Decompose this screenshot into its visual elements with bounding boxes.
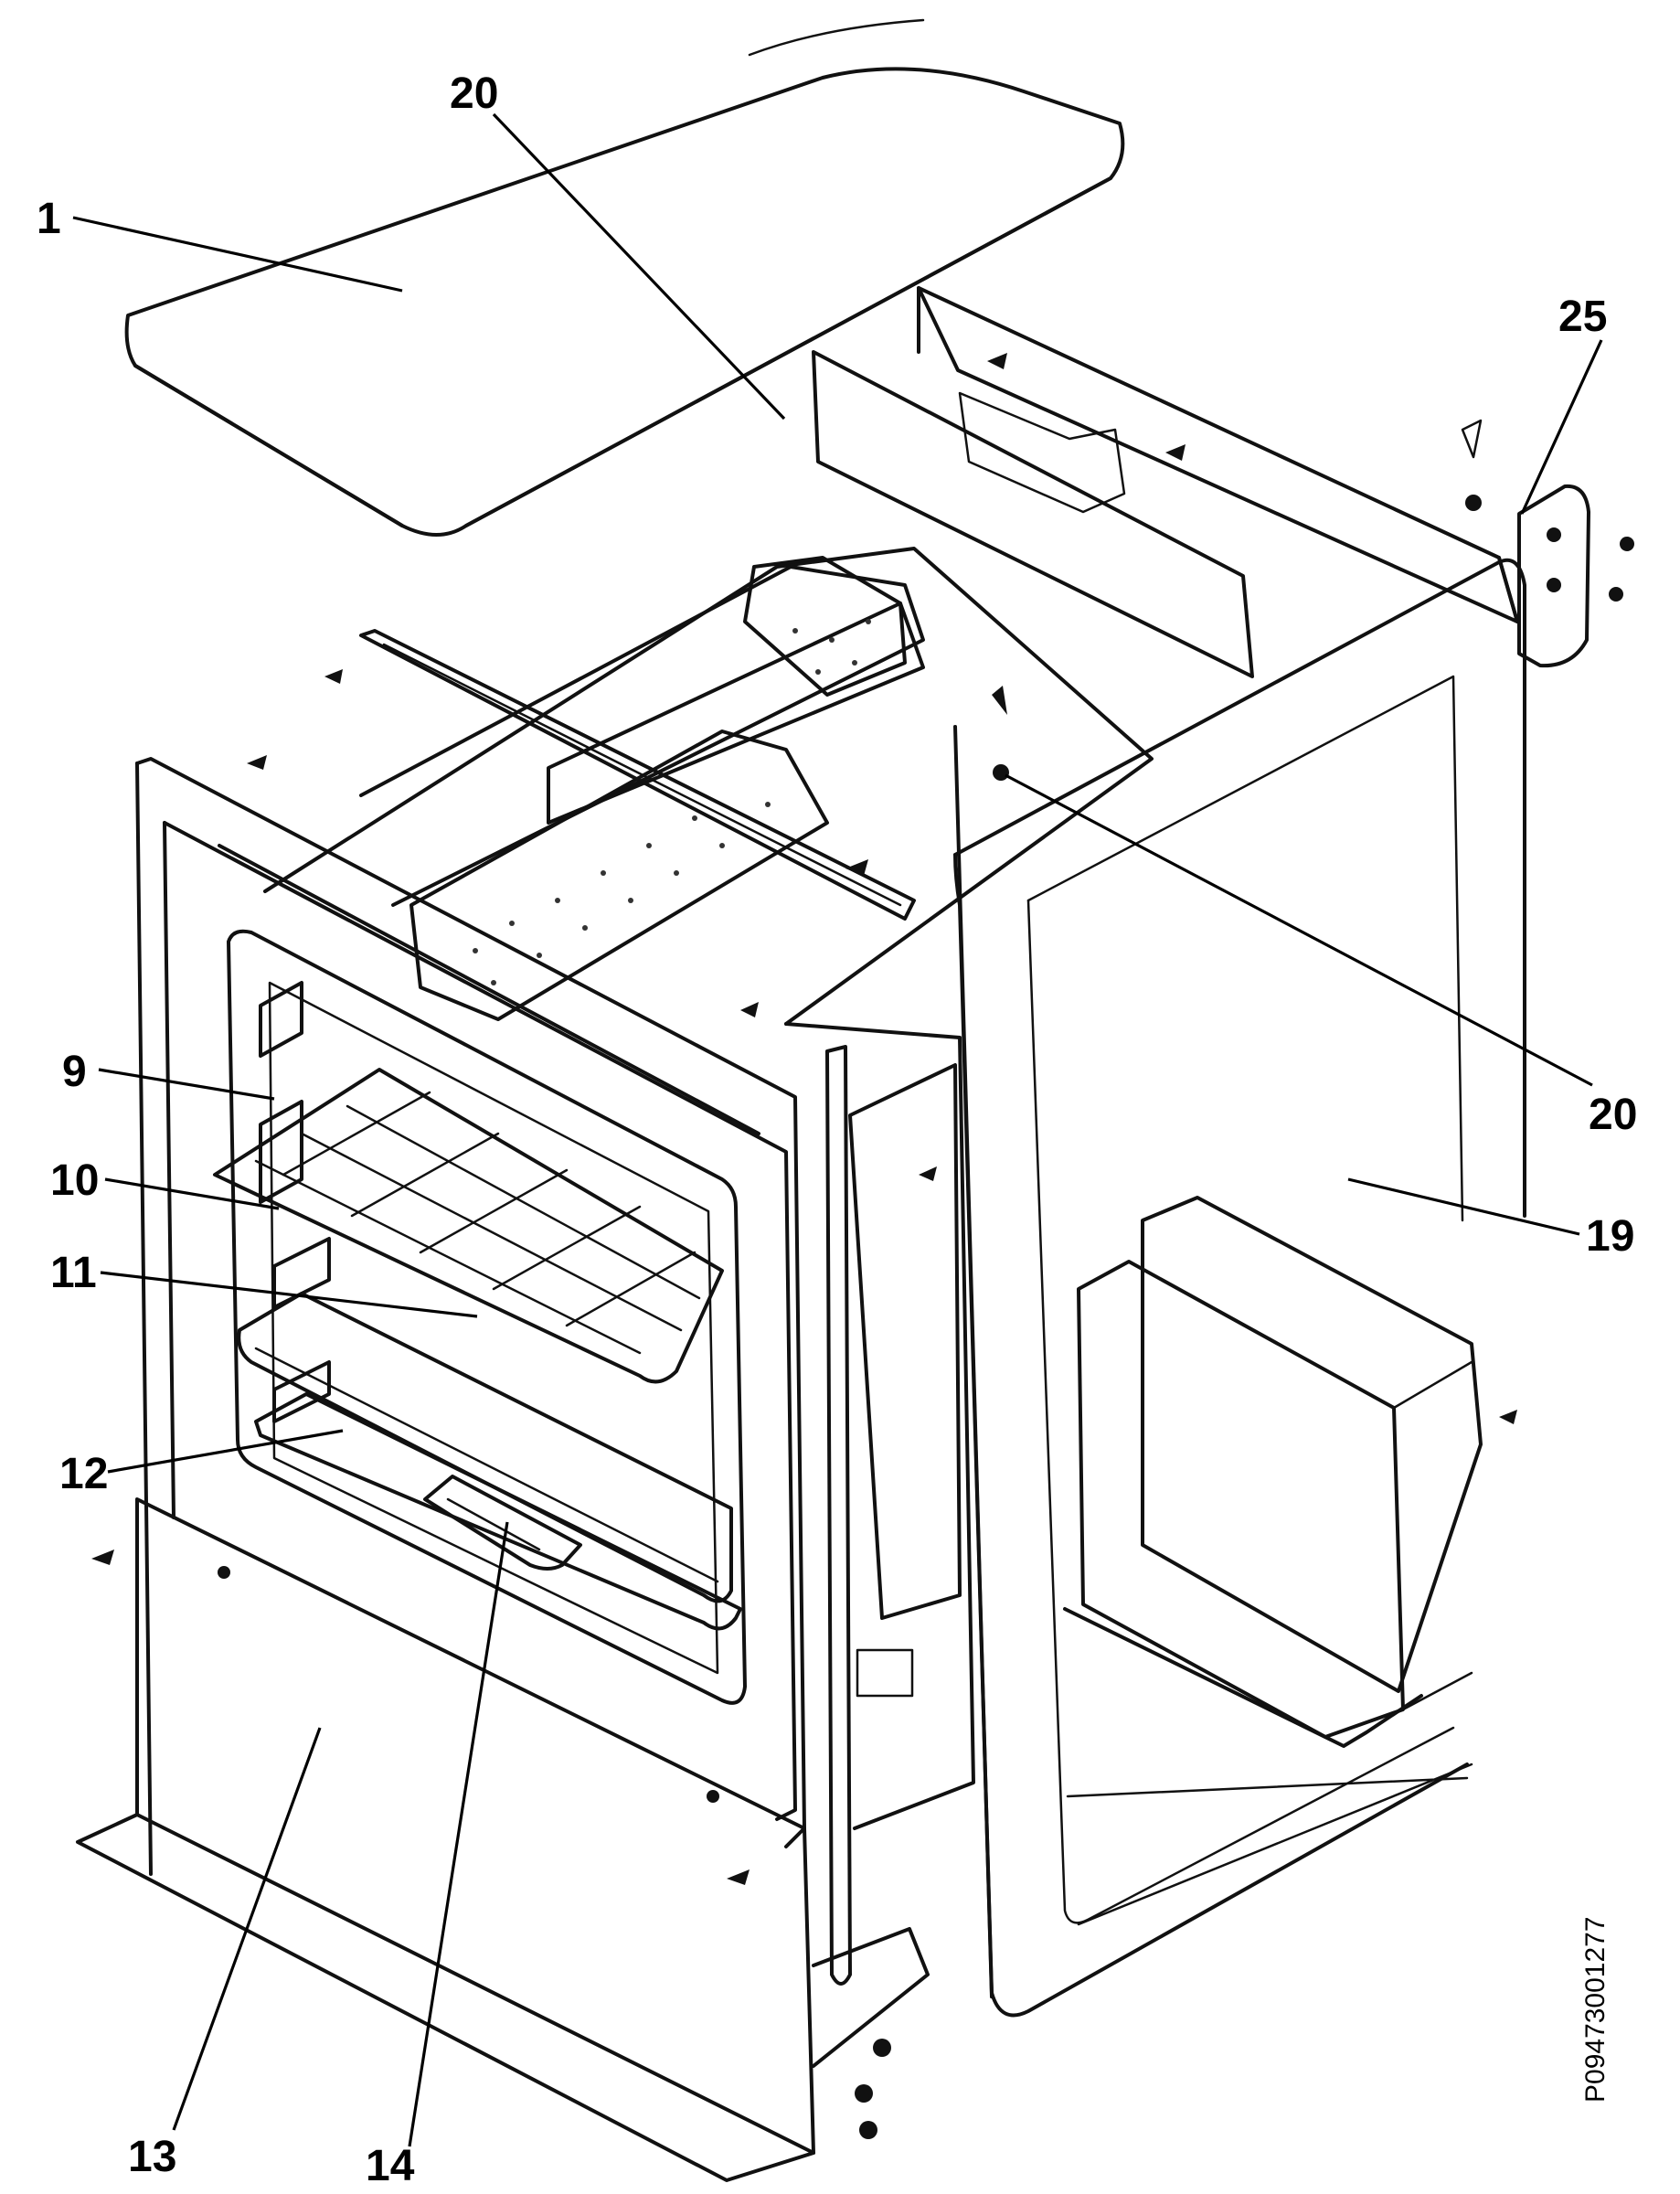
leader-lines (72, 112, 1603, 2147)
callout-20-right: 20 (1589, 1091, 1637, 1139)
callout-14: 14 (366, 2142, 415, 2190)
oven-front-frame (135, 757, 852, 1986)
appliance-block (1063, 1196, 1483, 1748)
callout-13: 13 (128, 2133, 176, 2181)
callout-25: 25 (1558, 293, 1607, 341)
rear-panel (812, 286, 1519, 678)
hinge-plate (1461, 419, 1634, 668)
callout-12: 12 (59, 1450, 108, 1498)
callout-11: 11 (50, 1249, 97, 1297)
side-panel (953, 558, 1526, 2018)
reference-code: P09473001277 (1580, 1916, 1611, 2103)
top-rail (359, 629, 916, 921)
worktop-lid (124, 18, 1125, 537)
callout-10: 10 (50, 1156, 99, 1205)
grill-pan (254, 1392, 742, 1631)
callout-19: 19 (1586, 1212, 1634, 1261)
callout-9: 9 (62, 1048, 87, 1096)
insulation-block (409, 556, 907, 1021)
roasting-tray (237, 1292, 733, 1603)
oven-cavity (263, 547, 1154, 1830)
callout-20-top: 20 (450, 69, 498, 118)
pan-handle (423, 1475, 582, 1571)
callout-1: 1 (37, 195, 61, 243)
plinth-panel (76, 1497, 930, 2182)
shelf-grid (213, 1068, 724, 1384)
